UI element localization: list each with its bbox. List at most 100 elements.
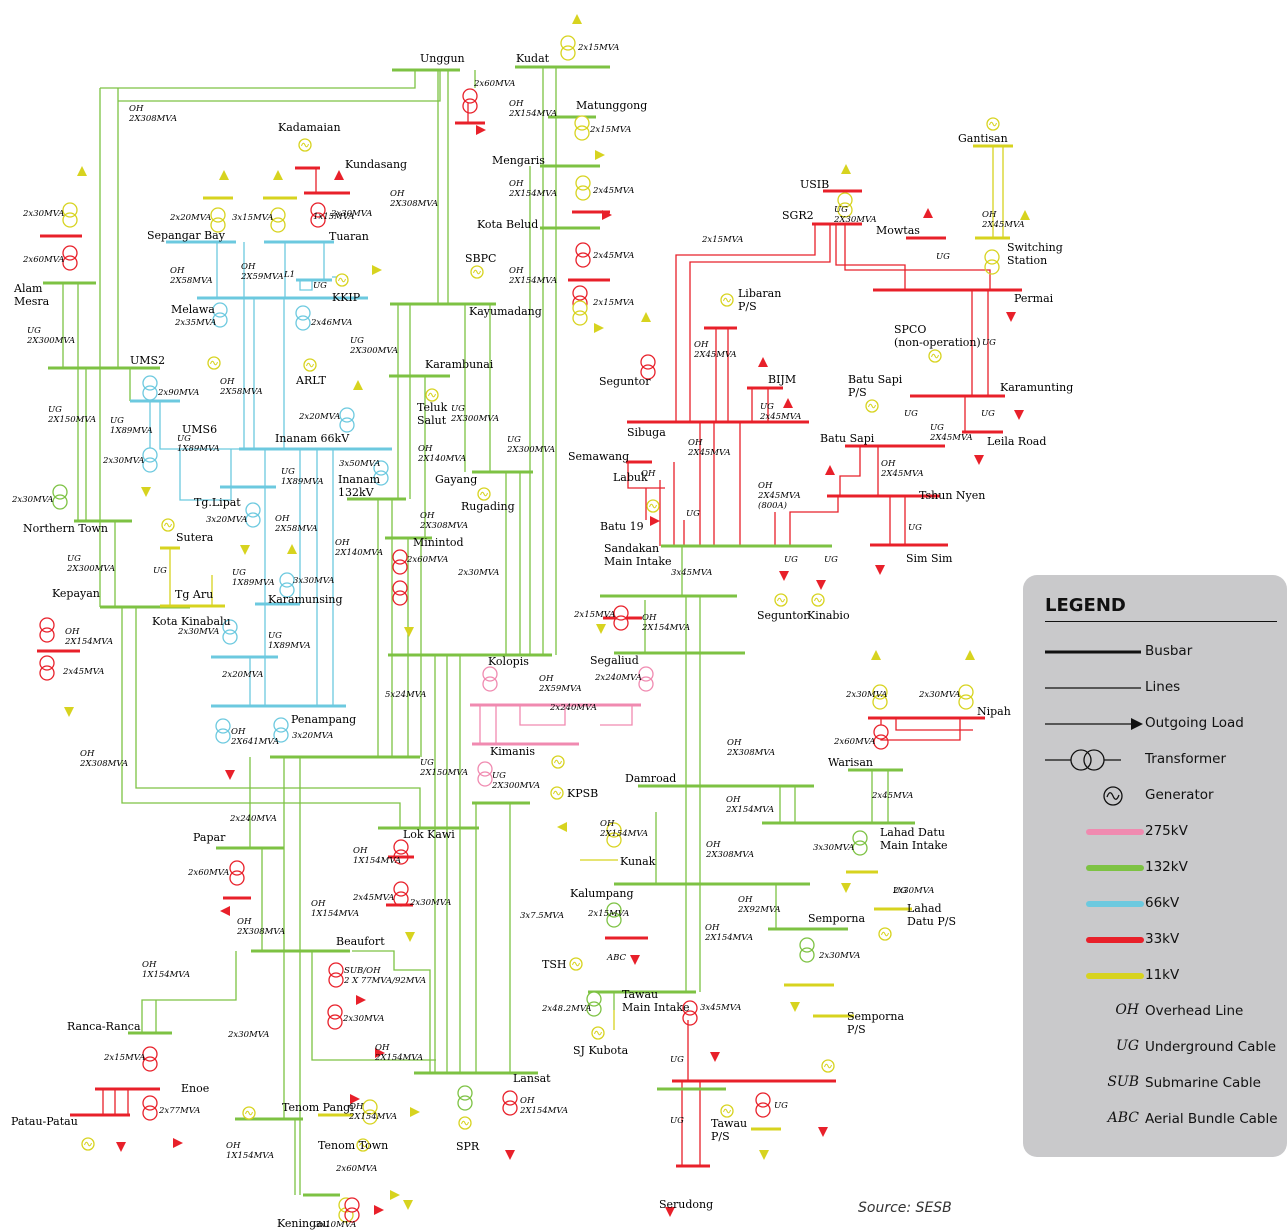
transformer-icon <box>682 1000 698 1026</box>
legend-abbr: UG <box>1116 1038 1139 1054</box>
station-label: Seguntor <box>599 375 651 388</box>
station-label: Keningau <box>277 1217 330 1230</box>
station-label: Kalumpang <box>570 887 634 900</box>
legend-label: Aerial Bundle Cable <box>1145 1111 1278 1127</box>
station-label: UMS2 <box>130 354 165 367</box>
station-label: Nipah <box>977 705 1011 718</box>
line-caption: 1x15MVA <box>313 212 354 222</box>
legend-label: Underground Cable <box>1145 1039 1277 1055</box>
station-label: Gayang <box>435 473 477 486</box>
legend-label: Submarine Cable <box>1145 1075 1261 1091</box>
feeder-line <box>141 951 237 1033</box>
outgoing-load-arrow <box>372 265 382 275</box>
transformer-icon <box>362 1099 378 1125</box>
transformer-icon <box>606 902 622 928</box>
legend-label: 132kV <box>1145 859 1188 875</box>
station-label: Permai <box>1014 292 1054 305</box>
transformer-icon <box>273 717 289 743</box>
station-label: KPSB <box>567 787 598 800</box>
feeder-line <box>100 70 416 89</box>
outgoing-load-arrow <box>287 544 297 554</box>
transformer-icon <box>392 580 408 606</box>
station-label: Gantisan <box>958 132 1008 145</box>
outgoing-load-arrow <box>476 125 486 135</box>
line-caption: 5x24MVA <box>385 690 426 700</box>
line-caption: 2x60MVA <box>406 555 448 565</box>
line-caption: 3x45MVA <box>700 1003 741 1013</box>
station-label: Inanam 66kV <box>275 432 350 445</box>
station-label: SPCO(non-operation) <box>894 323 981 349</box>
station-label: Kepayan <box>52 587 100 600</box>
line-caption: UG <box>982 338 996 348</box>
transformer-icon <box>344 1197 360 1223</box>
feeder-line <box>675 224 816 422</box>
line-caption: 2x30MVA <box>409 898 451 908</box>
line-caption: 2x60MVA <box>473 79 515 89</box>
legend-label: 275kV <box>1145 823 1188 839</box>
station-label: Sutera <box>176 531 214 544</box>
outgoing-load-arrow <box>173 1138 183 1148</box>
line-caption: UG <box>670 1055 684 1065</box>
generator-icon <box>646 499 660 513</box>
station-label: Semporna <box>808 912 865 925</box>
line-caption: 2x30MVA <box>845 690 887 700</box>
outgoing-load-arrow <box>710 1052 720 1062</box>
station-label: SJ Kubota <box>573 1044 629 1057</box>
transformer-icon <box>39 655 55 681</box>
station-label: Kadamaian <box>278 121 341 134</box>
outgoing-load-arrow <box>630 955 640 965</box>
outgoing-load-arrow <box>77 166 87 176</box>
line-caption: 2x30MVA <box>102 456 144 466</box>
generator-icon <box>207 356 221 370</box>
outgoing-load-arrow <box>759 1150 769 1160</box>
station-label: Tenom Town <box>318 1139 388 1152</box>
generator-icon <box>298 138 312 152</box>
station-label: Kundasang <box>345 158 407 171</box>
outgoing-load-arrow <box>141 487 151 497</box>
outgoing-load-arrow <box>350 1094 360 1104</box>
line-caption: ABC <box>606 953 627 963</box>
outgoing-load-arrow <box>841 164 851 174</box>
station-label: Kudat <box>516 52 550 65</box>
station-label: Lok Kawi <box>403 828 455 841</box>
line-caption: 2x60MVA <box>335 1164 377 1174</box>
station-label: Patau-Patau <box>11 1115 78 1128</box>
line-caption: L1 <box>283 270 295 280</box>
line-caption: 2x45MVA <box>62 667 104 677</box>
station-label: Kimanis <box>490 745 535 758</box>
line-caption: 2x15MVA <box>577 43 619 53</box>
station-label: Mowtas <box>876 224 920 237</box>
feeder-line <box>135 607 421 828</box>
outgoing-load-arrow <box>965 650 975 660</box>
outgoing-load-arrow <box>650 516 660 526</box>
transformer-icon <box>984 249 1000 275</box>
legend-title: LEGEND <box>1045 595 1126 616</box>
outgoing-load-arrow <box>825 465 835 475</box>
station-label: Unggun <box>420 52 465 65</box>
legend-label: 11kV <box>1145 967 1180 983</box>
generator-icon <box>356 1138 370 1152</box>
transformer-icon <box>482 666 498 692</box>
outgoing-load-arrow <box>225 770 235 780</box>
station-label: Tshun Nyen <box>919 489 985 502</box>
transformer-icon <box>52 484 68 510</box>
transformer-icon <box>142 375 158 401</box>
station-label: Enoe <box>181 1082 209 1095</box>
generator-icon <box>878 927 892 941</box>
